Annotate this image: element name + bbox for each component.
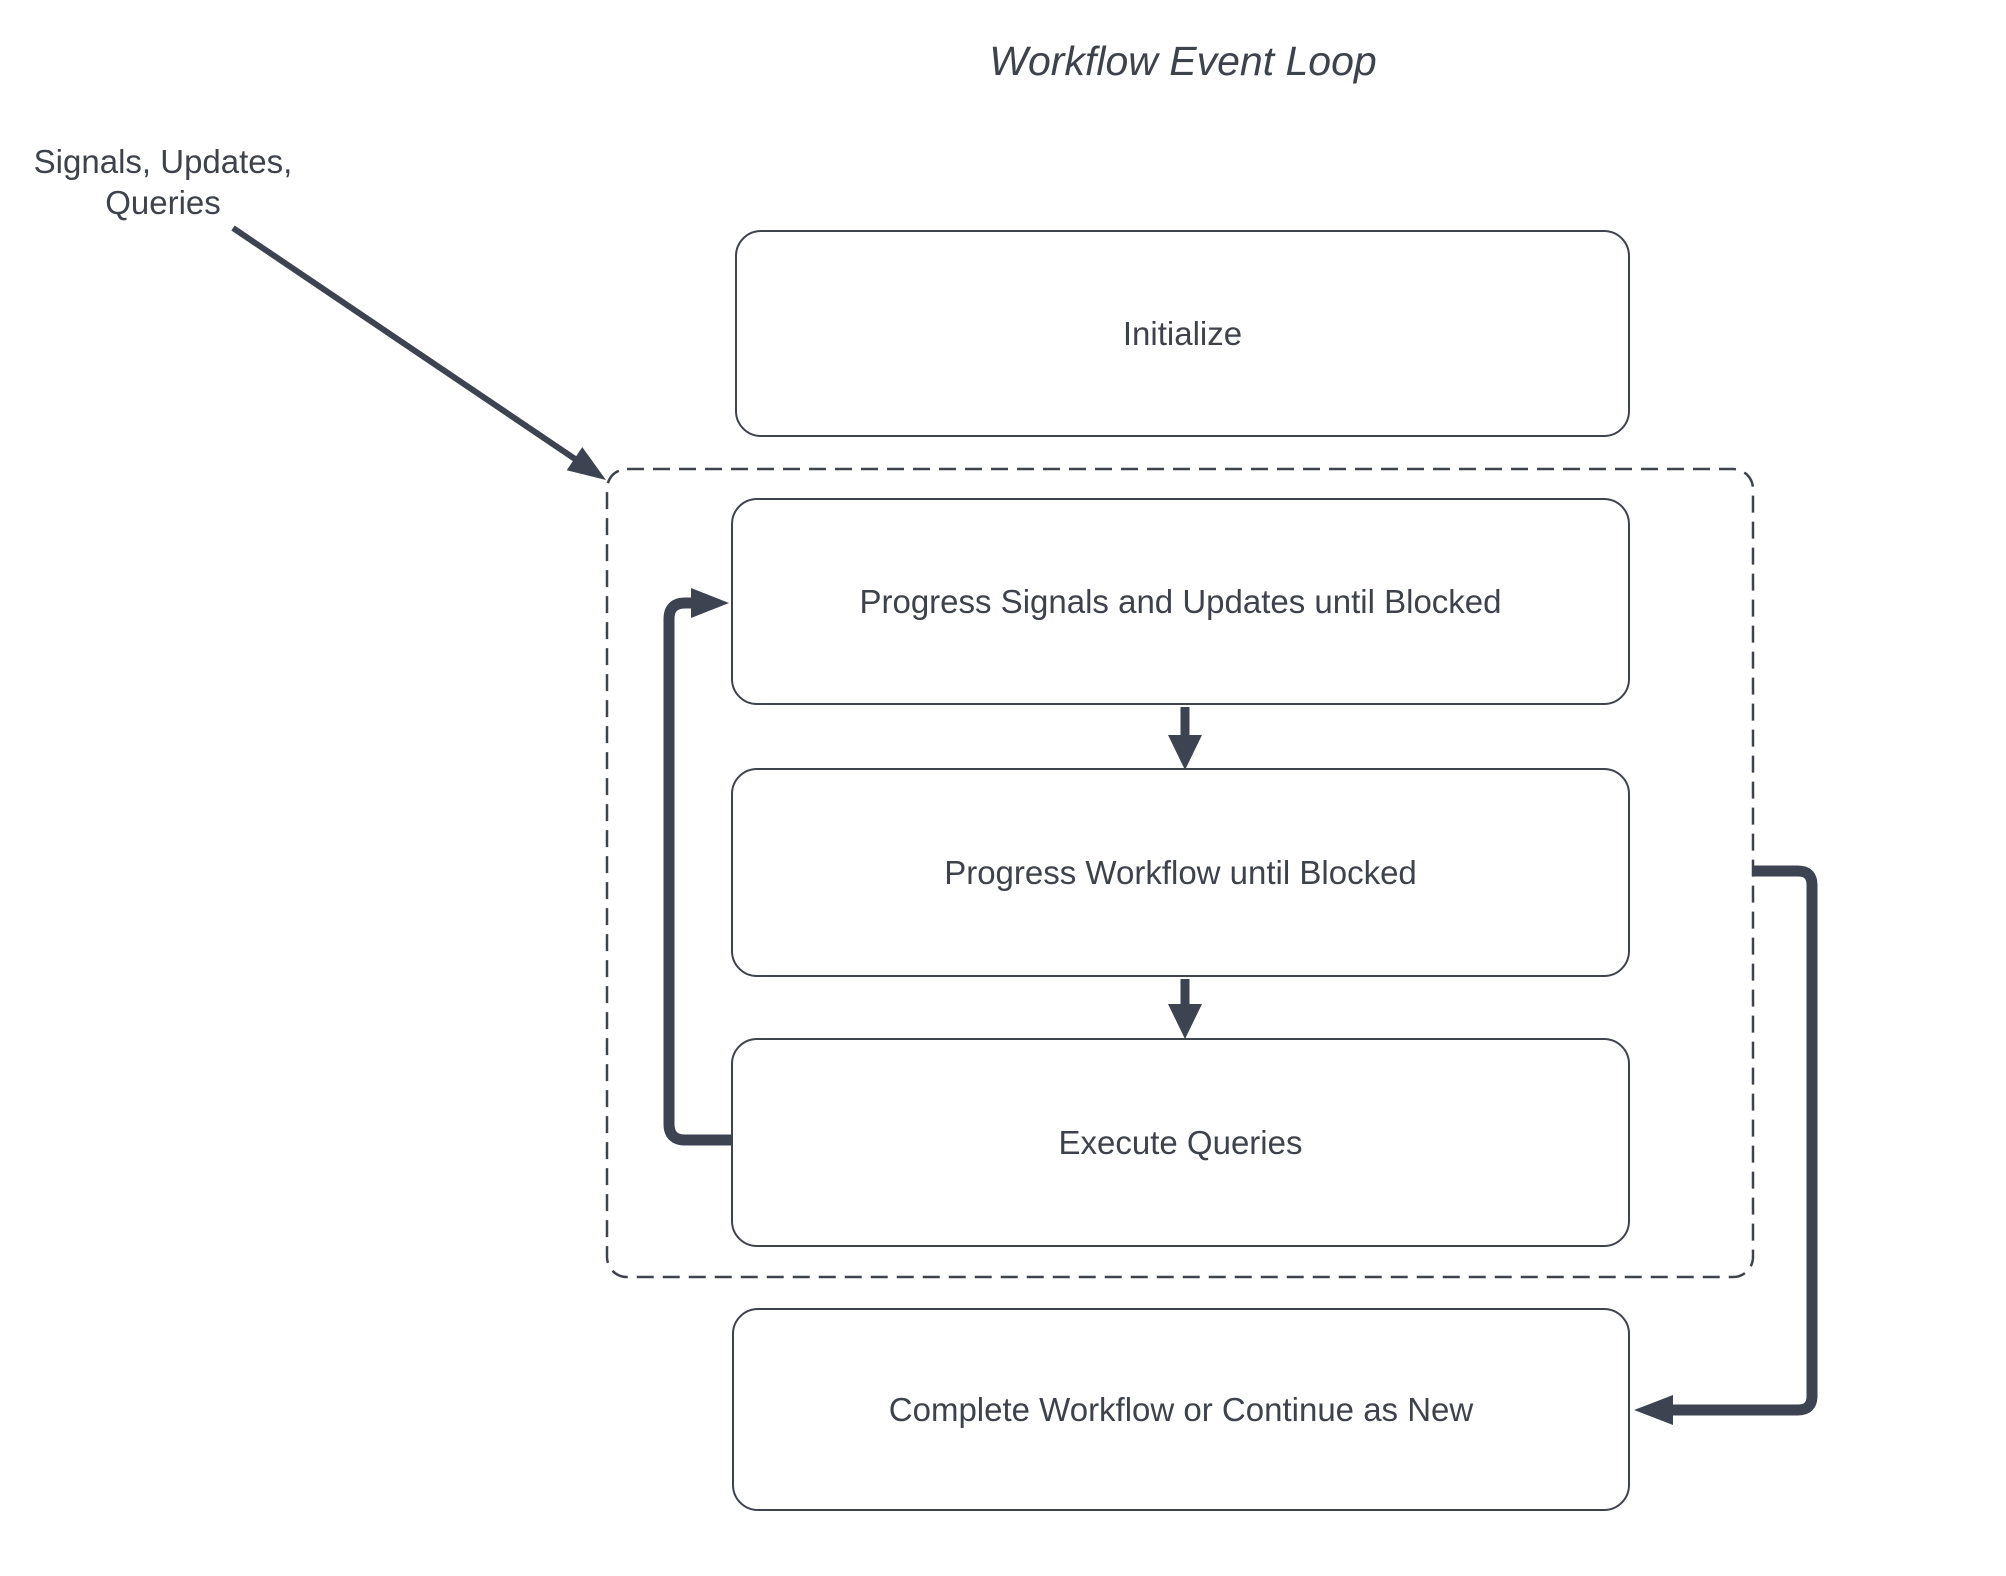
edge-signals-to-loop-arrowhead [566,447,606,480]
signals-updates-queries-label: Signals, Updates, Queries [33,143,293,221]
node-progress-workflow: Progress Workflow until Blocked [731,768,1630,977]
edge-loop-to-complete-line [1673,865,1818,1416]
edge-signals-to-loop [231,225,606,480]
edge-loop-back-line [663,597,731,1146]
edge-execute-queries-loop-back [663,588,731,1146]
node-execute-queries-label: Execute Queries [1058,1124,1303,1161]
edge-progress-signals-arrowhead [1168,735,1202,770]
node-execute-queries: Execute Queries [731,1038,1630,1247]
node-initialize: Initialize [735,230,1630,437]
edge-signals-to-loop-line [231,225,580,464]
node-initialize-label: Initialize [1122,315,1243,352]
node-progress-signals: Progress Signals and Updates until Block… [731,498,1630,705]
edge-progress-workflow-arrowhead [1168,1004,1202,1039]
edge-loop-to-complete-arrowhead [1634,1395,1673,1425]
diagram-title: Workflow Event Loop [989,38,1377,84]
node-progress-signals-label: Progress Signals and Updates until Block… [859,583,1502,620]
edge-loop-to-complete [1634,865,1818,1425]
node-complete-workflow: Complete Workflow or Continue as New [732,1308,1630,1511]
node-progress-workflow-label: Progress Workflow until Blocked [944,854,1417,891]
edge-progress-signals-to-progress-workflow [1168,707,1202,770]
edge-loop-back-arrowhead [691,588,729,618]
edge-progress-workflow-to-execute-queries [1168,979,1202,1039]
node-complete-workflow-label: Complete Workflow or Continue as New [888,1391,1474,1428]
